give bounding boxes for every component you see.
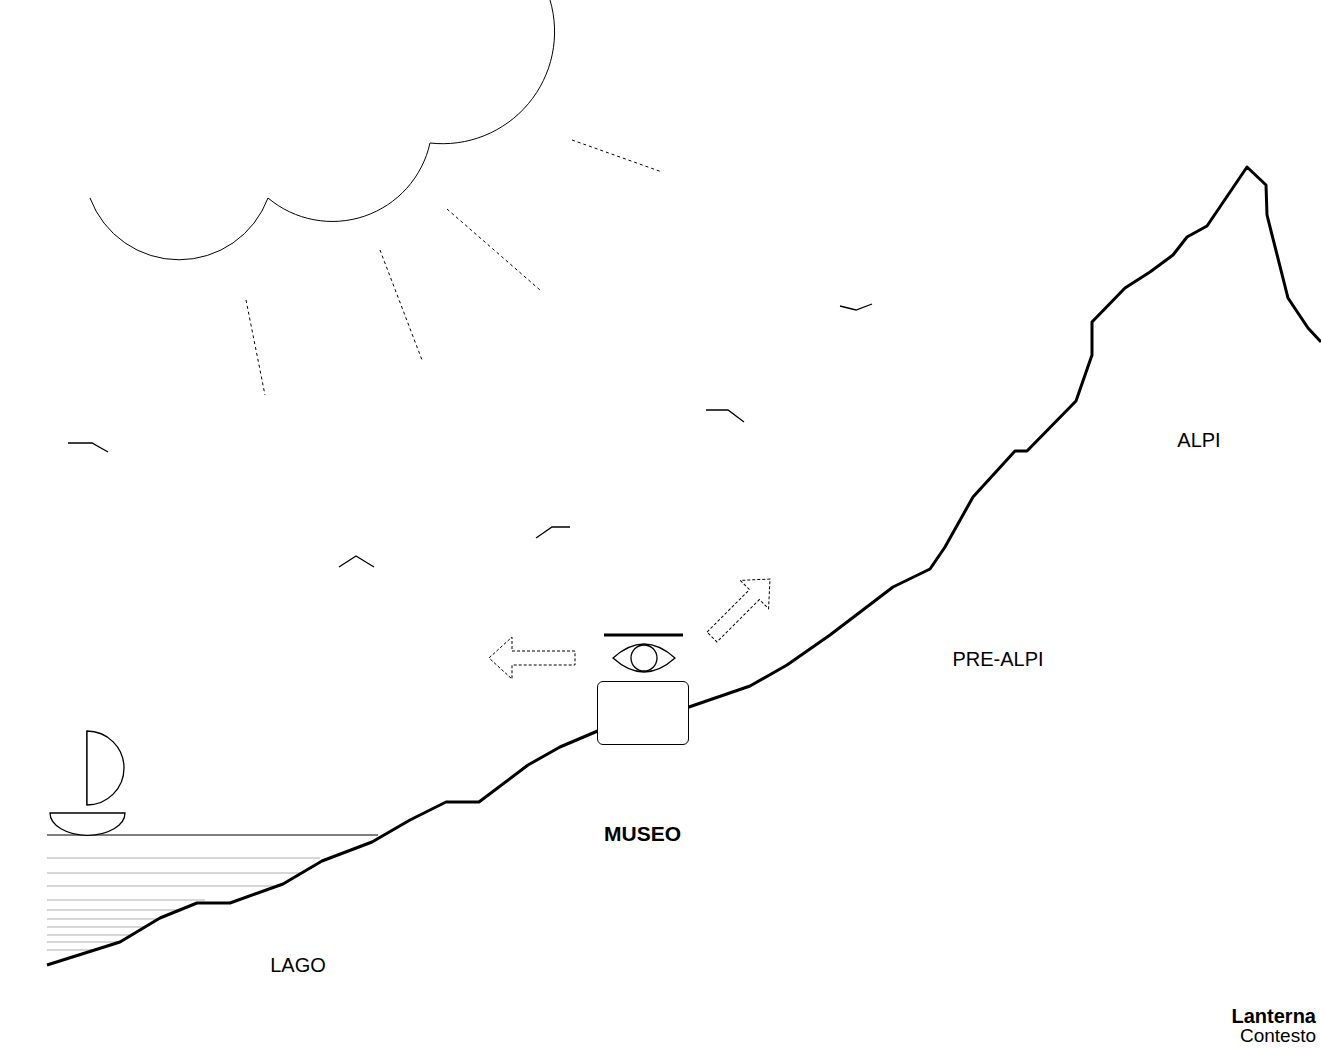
water-line <box>47 927 145 928</box>
eye-symbol <box>613 644 675 672</box>
water-line <box>47 935 132 936</box>
sun-rays <box>246 140 662 395</box>
water-line <box>47 950 95 951</box>
title-label: Contesto <box>1240 1025 1316 1048</box>
bird <box>706 410 744 422</box>
region-label: PRE-ALPI <box>952 647 1043 671</box>
water-line <box>47 886 278 887</box>
mountain-profile <box>47 167 1321 965</box>
boat-sail <box>87 731 124 805</box>
sailboat <box>50 731 125 835</box>
region-label: ALPI <box>1177 428 1220 452</box>
region-label: LAGO <box>270 953 326 977</box>
node-label: MUSEO <box>604 821 681 846</box>
sun-ray <box>572 140 662 172</box>
view-arrow <box>698 565 784 651</box>
water-line <box>47 942 120 943</box>
sun-ray <box>380 250 422 360</box>
water-line <box>47 919 158 920</box>
lake-water <box>47 835 378 950</box>
sun-ray <box>246 300 265 395</box>
birds <box>68 304 872 567</box>
cloud-outline <box>90 0 555 260</box>
bird <box>339 556 374 567</box>
bird <box>536 527 570 538</box>
sun-ray <box>447 209 540 290</box>
eye-iris <box>631 645 657 671</box>
bird <box>840 304 872 310</box>
water-line <box>47 858 320 859</box>
view-arrow <box>489 637 575 679</box>
museum-box: MUSEO <box>597 681 689 745</box>
bird <box>68 443 108 452</box>
boat-hull <box>50 813 125 835</box>
water-line <box>47 900 205 901</box>
view-bar <box>604 634 683 637</box>
title-label: Lanterna <box>1232 1004 1316 1028</box>
water-line <box>47 910 178 911</box>
water-line <box>47 873 300 874</box>
